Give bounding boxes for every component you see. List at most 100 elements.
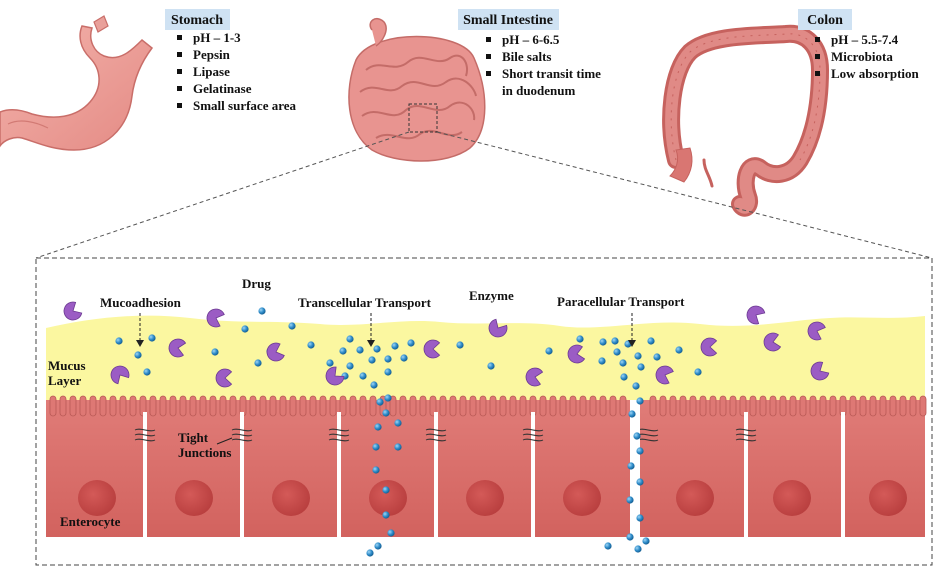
microvillus [799,395,807,417]
drug-particle [376,398,384,406]
microvillus [69,395,77,417]
microvillus [609,395,617,417]
microvillus [769,395,777,417]
junction-strand [231,438,253,442]
drug-particle [258,307,266,315]
drug-particle [254,359,262,367]
microvillus [159,395,167,417]
drug-particle [632,382,640,390]
microvillus [179,395,187,417]
small-intestine-bullets: pH – 6-6.5 Bile salts Short transit time… [486,32,601,98]
enzyme [206,308,225,328]
nucleus [369,480,407,516]
microvillus [869,395,877,417]
small-intestine-bullet: Short transit time [502,66,601,81]
drug-particle [384,355,392,363]
microvillus [169,395,177,417]
microvillus [469,395,477,417]
microvillus [189,395,197,417]
stomach-bullet: Pepsin [193,47,231,62]
enzyme [655,365,674,385]
junction-strand [735,428,757,432]
cell-border [841,412,845,538]
drug-particle [374,542,382,550]
enzyme [110,365,130,385]
stomach-bullets: pH – 1-3 Pepsin Lipase Gelatinase Small … [177,30,297,113]
drug-particle [619,359,627,367]
microvillus [649,395,657,417]
microvillus [359,395,367,417]
drug-particle [387,529,395,537]
colon-bullet: Microbiota [831,49,893,64]
junction-strand [134,438,156,442]
tight-junction [425,428,447,442]
colon-bullets: pH – 5.5-7.4 Microbiota Low absorption [815,32,920,81]
drug-particle [598,357,606,365]
drug-particle [628,410,636,418]
cell-nuclei [78,480,907,516]
colon-title-box [798,9,852,30]
microvillus [859,395,867,417]
microvillus [489,395,497,417]
nucleus [175,480,213,516]
microvillus [459,395,467,417]
drug-particle [382,486,390,494]
enzyme [266,342,285,362]
microvillus [339,395,347,417]
zoom-line-right [436,131,933,259]
label-mucus: Mucus [48,358,86,373]
stomach-bullet: Gelatinase [193,81,252,96]
drug-particle [456,341,464,349]
drug-particle [576,335,584,343]
drug-particle [241,325,249,333]
microvillus [909,395,917,417]
enzyme [63,301,83,321]
drug-particle [637,363,645,371]
microvillus [739,395,747,417]
drug-particle [653,353,661,361]
junction-strand [735,433,757,437]
microvillus [289,395,297,417]
drug-particle [611,337,619,345]
drug-particle [346,335,354,343]
drug-particle [211,348,219,356]
label-enzyme: Enzyme [469,288,514,303]
microvillus [349,395,357,417]
drug-particle [634,545,642,553]
tight-junction [231,428,253,442]
enzyme [810,361,830,381]
drug-particle [394,443,402,451]
drug-particle [626,496,634,504]
microvillus [299,395,307,417]
label-mucoadhesion: Mucoadhesion [100,295,182,310]
cell-border [240,412,244,538]
label-transcellular: Transcellular Transport [298,295,432,310]
microvillus [659,395,667,417]
drug-particle [636,447,644,455]
microvillus [549,395,557,417]
junction-strand [425,428,447,432]
drug-particle [626,533,634,541]
microvillus [519,395,527,417]
drug-particle [374,423,382,431]
zoom-box [408,103,438,133]
cell-borders [46,412,925,539]
drug-particle [359,372,367,380]
tight-junction [522,428,544,442]
microvillus [879,395,887,417]
drug-particle [545,347,553,355]
drug-particle [627,462,635,470]
microvillus [79,395,87,417]
microvillus [259,395,267,417]
tight-junctions [134,428,757,442]
drug-particle [394,419,402,427]
microvillus [439,395,447,417]
nucleus [773,480,811,516]
nucleus [563,480,601,516]
colon-illustration [662,24,829,217]
microvillus [599,395,607,417]
microvillus [689,395,697,417]
drug-particle [346,362,354,370]
colon-bullet: pH – 5.5-7.4 [831,32,899,47]
colon-bullet: Low absorption [831,66,920,81]
